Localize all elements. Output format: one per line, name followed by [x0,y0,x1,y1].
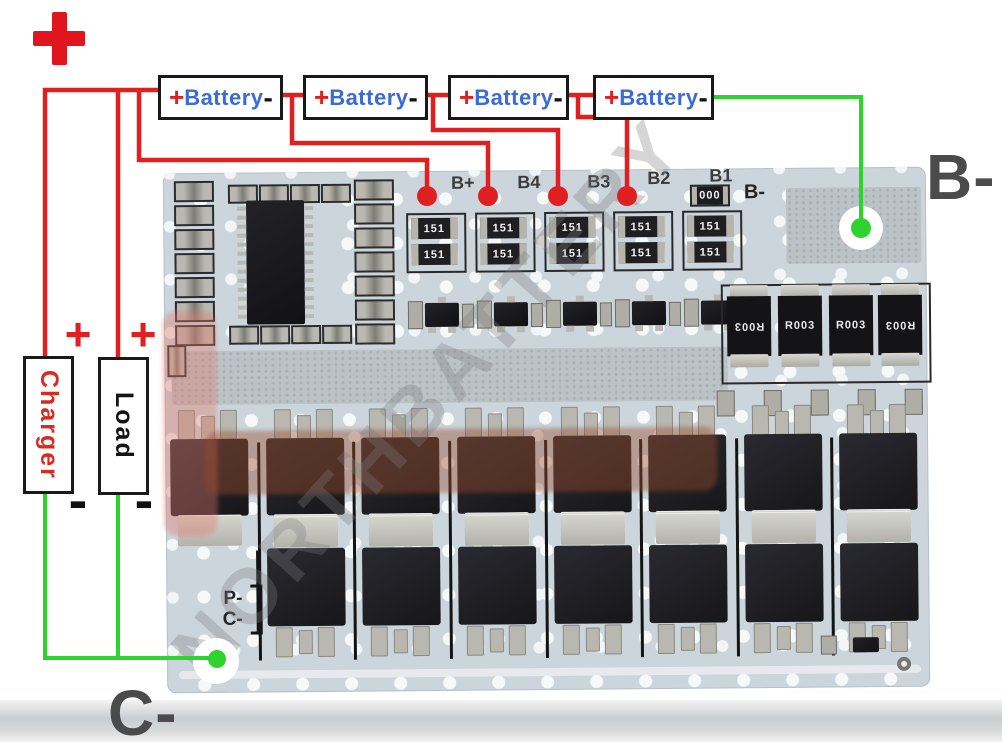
battery-4-label: Battery [619,84,699,110]
b-minus-terminal-label: B- [926,141,996,213]
battery-1: + Battery - [158,75,283,120]
load-box: Load [98,357,149,495]
pack-positive-symbol [33,12,85,65]
battery-1-minus: - [263,81,273,113]
battery-4: + Battery - [593,75,714,120]
pad-dot-b3 [548,186,568,206]
wire-tap-b3 [430,95,561,194]
battery-1-plus: + [169,82,185,112]
wire-tap-b4 [289,95,491,194]
load-label: Load [110,392,138,460]
charger-plus-mark: + [64,308,92,360]
background-band [0,700,1002,742]
wire-bplus-to-pad [136,90,430,194]
wire-charger-to-cminus [43,488,214,660]
wire-bplus-rail-to-charger [42,87,158,358]
wire-batt4-to-bminus [708,95,863,228]
battery-4-minus: - [698,81,708,113]
c-minus-terminal-label: C- [108,677,178,742]
battery-2: + Battery - [303,75,428,120]
charger-label: Charger [35,370,63,480]
charger-box: Charger [23,356,74,494]
battery-2-label: Battery [329,84,409,110]
battery-2-plus: + [314,82,330,112]
charger-minus-mark: - [68,468,88,531]
load-minus-mark: - [134,468,154,531]
pad-dot-bminus [851,218,871,238]
battery-1-label: Battery [184,84,264,110]
battery-3-label: Battery [474,84,554,110]
battery-3-minus: - [553,81,563,113]
battery-4-plus: + [604,82,620,112]
pad-dot-cminus [208,650,226,668]
pad-dot-b2 [617,186,637,206]
battery-2-minus: - [408,81,418,113]
battery-3-plus: + [459,82,475,112]
pad-dot-b4 [478,186,498,206]
battery-3: + Battery - [448,75,569,120]
pad-dot-bplus [417,186,437,206]
load-plus-mark: + [129,308,157,360]
